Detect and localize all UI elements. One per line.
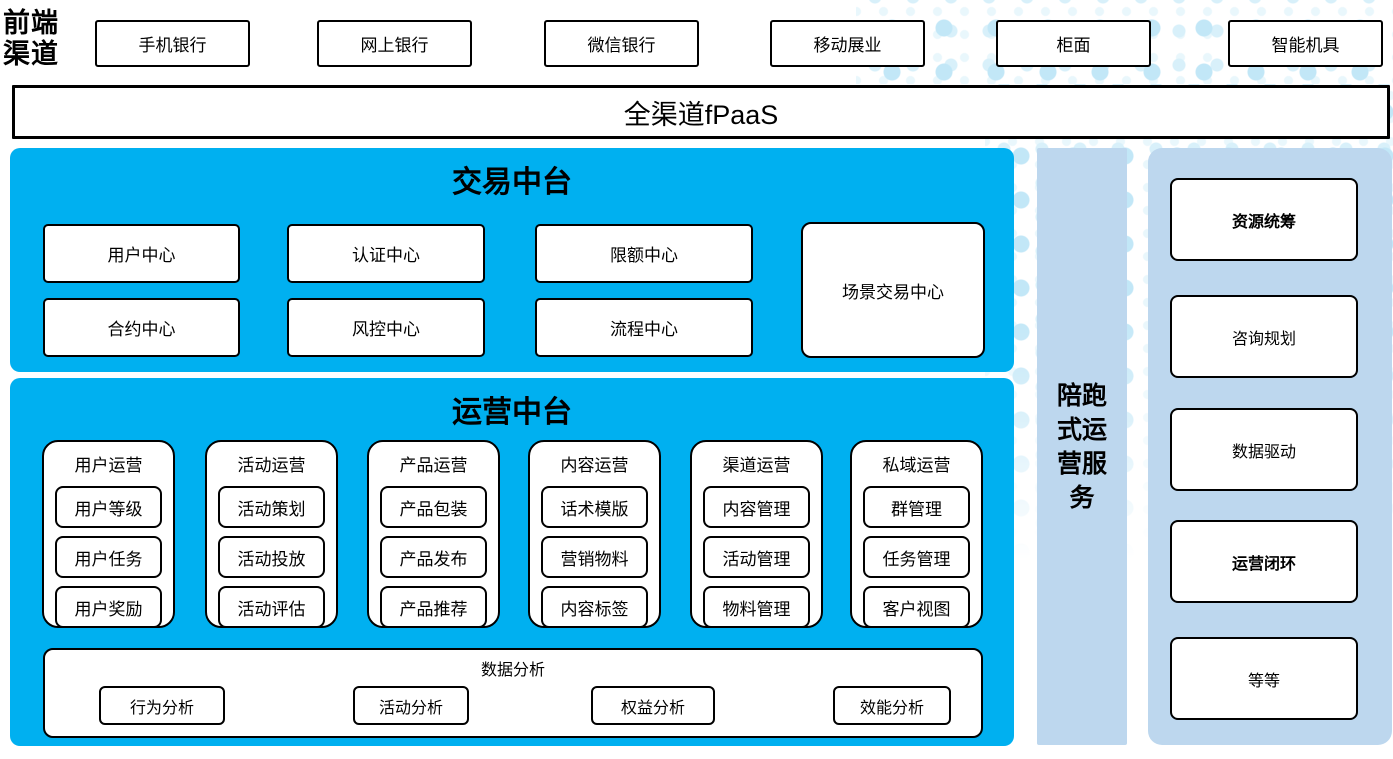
analysis-item-efficiency: 效能分析 — [833, 686, 951, 725]
group-item: 活动策划 — [218, 486, 325, 528]
channel-box-mobile-banking: 手机银行 — [95, 20, 250, 67]
group-item: 话术模版 — [541, 486, 648, 528]
auth-center-box: 认证中心 — [287, 224, 485, 283]
service-box-data-driven: 数据驱动 — [1170, 408, 1358, 491]
analysis-item-behavior: 行为分析 — [99, 686, 225, 725]
group-item: 内容管理 — [703, 486, 810, 528]
front-channels-label: 前端渠道 — [3, 8, 59, 69]
process-center-box: 流程中心 — [535, 298, 753, 357]
group-content-operation: 内容运营 话术模版 营销物料 内容标签 — [528, 440, 661, 628]
service-box-resource-planning: 资源统筹 — [1170, 178, 1358, 261]
service-panel: 资源统筹 咨询规划 数据驱动 运营闭环 等等 — [1148, 148, 1392, 745]
group-private-domain-operation: 私域运营 群管理 任务管理 客户视图 — [850, 440, 983, 628]
group-title: 用户运营 — [74, 456, 143, 475]
channel-box-wechat-banking: 微信银行 — [544, 20, 699, 67]
analysis-item-rights: 权益分析 — [591, 686, 715, 725]
group-title: 渠道运营 — [722, 456, 791, 475]
group-item: 内容标签 — [541, 586, 648, 628]
transaction-platform: 交易中台 用户中心 认证中心 限额中心 合约中心 风控中心 流程中心 场景交易中… — [10, 148, 1014, 372]
channel-box-counter: 柜面 — [996, 20, 1151, 67]
group-title: 产品运营 — [399, 456, 468, 475]
limit-center-box: 限额中心 — [535, 224, 753, 283]
risk-center-box: 风控中心 — [287, 298, 485, 357]
channel-box-mobile-outreach: 移动展业 — [770, 20, 925, 67]
group-item: 活动管理 — [703, 536, 810, 578]
group-item: 客户视图 — [863, 586, 970, 628]
user-center-box: 用户中心 — [43, 224, 240, 283]
group-activity-operation: 活动运营 活动策划 活动投放 活动评估 — [205, 440, 338, 628]
channel-box-online-banking: 网上银行 — [317, 20, 472, 67]
group-title: 活动运营 — [237, 456, 306, 475]
group-item: 营销物料 — [541, 536, 648, 578]
group-item: 用户任务 — [55, 536, 162, 578]
companion-service-bar: 陪跑式运营服务 — [1037, 148, 1127, 745]
group-item: 活动投放 — [218, 536, 325, 578]
group-channel-operation: 渠道运营 内容管理 活动管理 物料管理 — [690, 440, 823, 628]
group-item: 产品发布 — [380, 536, 487, 578]
group-product-operation: 产品运营 产品包装 产品发布 产品推荐 — [367, 440, 500, 628]
group-item: 任务管理 — [863, 536, 970, 578]
group-item: 群管理 — [863, 486, 970, 528]
group-user-operation: 用户运营 用户等级 用户任务 用户奖励 — [42, 440, 175, 628]
analysis-item-activity: 活动分析 — [353, 686, 469, 725]
group-item: 用户等级 — [55, 486, 162, 528]
channel-box-smart-device: 智能机具 — [1228, 20, 1383, 67]
fpaas-banner: 全渠道fPaaS — [12, 85, 1390, 139]
service-box-operation-loop: 运营闭环 — [1170, 520, 1358, 603]
transaction-platform-title: 交易中台 — [452, 166, 572, 199]
group-item: 产品推荐 — [380, 586, 487, 628]
service-box-consulting-planning: 咨询规划 — [1170, 295, 1358, 378]
group-item: 产品包装 — [380, 486, 487, 528]
companion-service-label: 陪跑式运营服务 — [1056, 381, 1107, 512]
group-item: 活动评估 — [218, 586, 325, 628]
operation-platform-title: 运营中台 — [452, 396, 572, 429]
service-box-etc: 等等 — [1170, 637, 1358, 720]
contract-center-box: 合约中心 — [43, 298, 240, 357]
data-analysis-container: 数据分析 行为分析 活动分析 权益分析 效能分析 — [43, 648, 983, 738]
group-title: 私域运营 — [882, 456, 951, 475]
group-item: 用户奖励 — [55, 586, 162, 628]
group-title: 内容运营 — [560, 456, 629, 475]
group-item: 物料管理 — [703, 586, 810, 628]
data-analysis-title: 数据分析 — [480, 662, 545, 679]
operation-platform: 运营中台 用户运营 用户等级 用户任务 用户奖励 活动运营 活动策划 活动投放 … — [10, 378, 1014, 746]
scene-transaction-center-box: 场景交易中心 — [801, 222, 985, 358]
